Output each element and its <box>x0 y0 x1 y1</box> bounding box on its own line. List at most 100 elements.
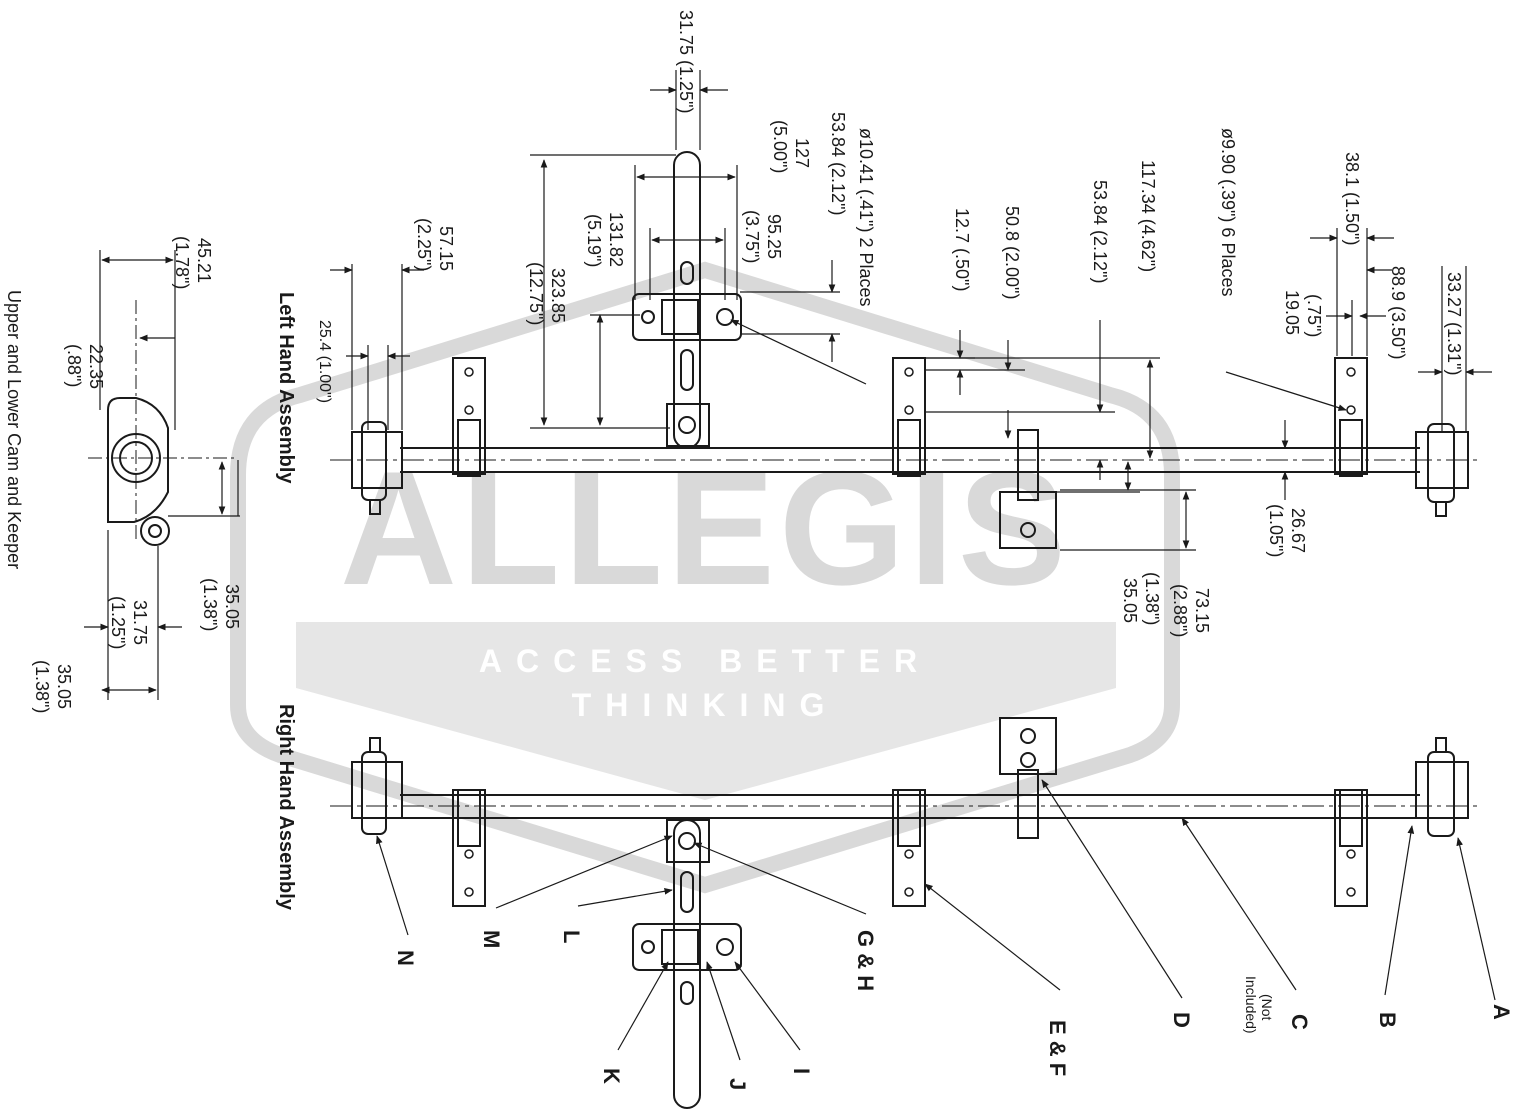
svg-text:Included): Included) <box>1243 976 1259 1034</box>
callout-d: D <box>1169 1012 1194 1028</box>
dim-117-34: 117.34 (4.62") <box>1138 160 1158 272</box>
svg-text:Right Hand Assembly: Right Hand Assembly <box>275 704 297 911</box>
lh-guide-holes <box>464 367 1356 415</box>
svg-text:22.35: 22.35 <box>86 344 106 389</box>
svg-text:(2.25"): (2.25") <box>414 218 434 271</box>
callout-a: A <box>1489 1004 1514 1020</box>
watermark-banner <box>296 622 1116 800</box>
svg-text:95.25: 95.25 <box>764 214 784 259</box>
rh-handle-foot-hole <box>678 832 696 850</box>
svg-text:D: D <box>1169 1012 1194 1028</box>
svg-text:Upper and Lower Cam and Keeper: Upper and Lower Cam and Keeper <box>4 290 24 569</box>
svg-text:(12.75"): (12.75") <box>526 262 546 325</box>
dim-12-7: 12.7 (.50") <box>952 208 972 291</box>
dim-9-90: ø9.90 (.39") 6 Places <box>1218 128 1238 296</box>
cam-body <box>107 397 169 523</box>
svg-text:M: M <box>479 930 504 948</box>
right-hand-assembly <box>330 717 1480 1109</box>
dim-31-75-top: 31.75 (1.25") <box>676 10 696 113</box>
svg-text:127: 127 <box>792 138 812 168</box>
watermark-tagline-1: ACCESS BETTER <box>479 643 931 679</box>
svg-text:50.8 (2.00"): 50.8 (2.00") <box>1002 206 1022 299</box>
rh-handle-slot-2 <box>680 981 694 1005</box>
lh-left-cam <box>351 431 403 489</box>
dim-22-35: 22.35 (.88") <box>64 344 106 389</box>
callout-l: L <box>559 930 584 943</box>
lh-right-cam-body <box>1427 423 1455 503</box>
svg-text:(1.38"): (1.38") <box>32 660 52 713</box>
lh-center-keeper-post <box>1017 429 1039 501</box>
svg-text:26.67: 26.67 <box>1288 508 1308 553</box>
svg-text:(1.38"): (1.38") <box>200 578 220 631</box>
rh-right-cam-body <box>1427 751 1455 837</box>
svg-text:L: L <box>559 930 584 943</box>
svg-text:(1.05"): (1.05") <box>1266 504 1286 557</box>
cam-roller <box>140 516 170 546</box>
rh-handle-slot-1 <box>680 871 694 913</box>
svg-text:33.27 (1.31"): 33.27 (1.31") <box>1444 272 1464 375</box>
lh-dimension-lines <box>330 70 1492 551</box>
rh-guide-1-clip <box>457 789 481 847</box>
callout-n: N <box>393 950 418 966</box>
svg-text:J: J <box>725 1078 750 1090</box>
dim-19-05: 19.05 (.75") <box>1282 290 1324 337</box>
rh-handle-block <box>661 929 699 965</box>
dim-38-1: 38.1 (1.50") <box>1342 152 1362 245</box>
svg-text:19.05: 19.05 <box>1282 290 1302 335</box>
section-title-cam: Upper and Lower Cam and Keeper <box>4 290 24 569</box>
watermark: ALLEGIS ACCESS BETTER THINKING <box>230 261 1180 894</box>
section-title-left: Left Hand Assembly <box>275 292 297 484</box>
callout-i: I <box>789 1068 814 1074</box>
callout-j: J <box>725 1078 750 1090</box>
lh-handle-foot <box>666 403 710 447</box>
svg-text:N: N <box>393 950 418 966</box>
dim-50-8: 50.8 (2.00") <box>1002 206 1022 299</box>
svg-text:31.75 (1.25"): 31.75 (1.25") <box>676 10 696 113</box>
callout-leaders <box>376 779 1496 1061</box>
svg-text:(1.78"): (1.78") <box>172 236 192 289</box>
svg-text:73.15: 73.15 <box>1192 588 1212 633</box>
dim-33-27: 33.27 (1.31") <box>1444 272 1464 375</box>
svg-text:38.1 (1.50"): 38.1 (1.50") <box>1342 152 1362 245</box>
svg-text:(2.88"): (2.88") <box>1170 584 1190 637</box>
dim-323-85: 323.85 (12.75") <box>526 262 568 325</box>
rh-handle-bracket <box>632 923 742 971</box>
rh-guide-3-clip <box>1339 789 1363 847</box>
rh-left-cam <box>351 761 403 819</box>
rh-right-cam-pin <box>1435 737 1447 753</box>
cam-roller-inner <box>148 524 162 538</box>
dim-35-05-a: 35.05 (1.38") <box>200 578 242 631</box>
lh-guide-1 <box>452 357 486 475</box>
svg-text:ø9.90 (.39") 6 Places: ø9.90 (.39") 6 Places <box>1218 128 1238 296</box>
callout-m: M <box>479 930 504 948</box>
section-title-right: Right Hand Assembly <box>275 704 297 911</box>
rh-center-keeper <box>999 717 1057 775</box>
watermark-tagline-2: THINKING <box>572 687 839 723</box>
lh-guide-3 <box>1334 357 1368 475</box>
svg-text:(Not: (Not <box>1259 994 1275 1021</box>
rh-center-keeper-hole-1 <box>1020 728 1036 744</box>
svg-text:53.84 (2.12"): 53.84 (2.12") <box>828 112 848 215</box>
dim-73-15: 73.15 (2.88") <box>1170 584 1212 637</box>
callout-b: B <box>1375 1012 1400 1028</box>
lh-handle-hole-2 <box>716 308 734 326</box>
lh-guide-1-clip <box>457 419 481 477</box>
svg-text:C: C <box>1287 1014 1312 1030</box>
dim-35-05-b: 35.05 (1.38") <box>1120 572 1162 625</box>
svg-text:323.85: 323.85 <box>548 268 568 323</box>
lh-handle-foot-hole <box>678 416 696 434</box>
dim-88-9: 88.9 (3.50") <box>1388 266 1408 359</box>
dim-35-05-c: 35.05 (1.38") <box>32 660 74 713</box>
svg-text:K: K <box>599 1068 624 1084</box>
lh-guide-3-clip <box>1339 419 1363 477</box>
rh-left-cam-pin <box>369 737 381 753</box>
callout-e-f: E & F <box>1045 1020 1070 1076</box>
svg-text:G & H: G & H <box>853 930 878 991</box>
svg-text:35.05: 35.05 <box>222 584 242 629</box>
rh-guide-2-clip <box>897 789 921 847</box>
dim-25-4: 25.4 (1.00") <box>316 320 333 403</box>
dim-131-82: 131.82 (5.19") <box>584 212 626 267</box>
svg-text:35.05: 35.05 <box>54 664 74 709</box>
svg-text:(1.25"): (1.25") <box>108 596 128 649</box>
